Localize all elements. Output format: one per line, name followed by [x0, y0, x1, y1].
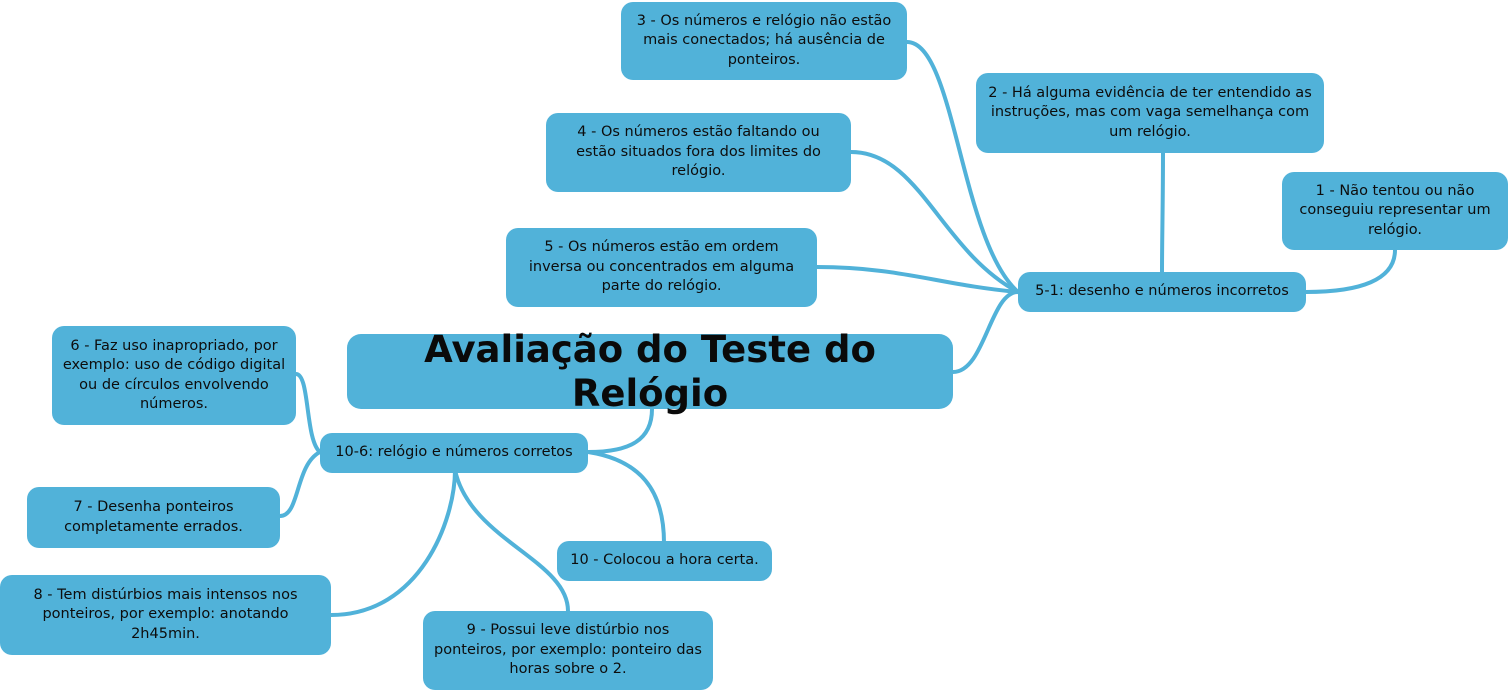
item-score-7-label: 7 - Desenha ponteiros completamente erra… — [64, 499, 243, 535]
item-score-6-label: 6 - Faz uso inapropriado, por exemplo: u… — [62, 337, 286, 413]
branch-incorrect[interactable]: 5-1: desenho e números incorretos — [1018, 272, 1306, 312]
item-score-1-label: 1 - Não tentou ou não conseguiu represen… — [1299, 182, 1491, 238]
item-score-2[interactable]: 2 - Há alguma evidência de ter entendido… — [976, 73, 1324, 153]
connector-s7 — [278, 450, 322, 518]
connector-s10 — [586, 450, 666, 545]
item-score-5-label: 5 - Os números estão em ordem inversa ou… — [528, 239, 795, 295]
connector-s8 — [329, 468, 457, 617]
connector-s5 — [815, 265, 1020, 294]
branch-correct[interactable]: 10-6: relógio e números corretos — [320, 433, 588, 473]
branch-correct-label: 10-6: relógio e números corretos — [335, 444, 573, 461]
item-score-4-label: 4 - Os números estão faltando ou estão s… — [576, 124, 821, 180]
item-score-5[interactable]: 5 - Os números estão em ordem inversa ou… — [506, 228, 817, 307]
connector-s6 — [294, 372, 322, 454]
central-topic[interactable]: Avaliação do Teste do Relógio — [347, 328, 953, 415]
item-score-10[interactable]: 10 - Colocou a hora certa. — [557, 541, 772, 581]
connector-s2 — [1160, 151, 1165, 274]
item-score-2-label: 2 - Há alguma evidência de ter entendido… — [988, 84, 1312, 140]
item-score-7[interactable]: 7 - Desenha ponteiros completamente erra… — [27, 487, 280, 548]
item-score-9[interactable]: 9 - Possui leve distúrbio nos ponteiros,… — [423, 611, 713, 690]
item-score-6[interactable]: 6 - Faz uso inapropriado, por exemplo: u… — [52, 326, 296, 425]
central-topic-label: Avaliação do Teste do Relógio — [424, 327, 876, 415]
item-score-3[interactable]: 3 - Os números e relógio não estão mais … — [621, 2, 907, 80]
item-score-4[interactable]: 4 - Os números estão faltando ou estão s… — [546, 113, 851, 192]
item-score-8-label: 8 - Tem distúrbios mais intensos nos pon… — [33, 586, 298, 642]
connector-central-correct — [586, 407, 654, 454]
connector-s1 — [1304, 248, 1397, 294]
item-score-9-label: 9 - Possui leve distúrbio nos ponteiros,… — [434, 622, 702, 678]
connector-s4 — [849, 150, 1020, 294]
item-score-1[interactable]: 1 - Não tentou ou não conseguiu represen… — [1282, 172, 1508, 250]
item-score-3-label: 3 - Os números e relógio não estão mais … — [636, 12, 892, 68]
item-score-10-label: 10 - Colocou a hora certa. — [570, 552, 759, 569]
connector-s9 — [453, 468, 570, 613]
item-score-8[interactable]: 8 - Tem distúrbios mais intensos nos pon… — [0, 575, 331, 655]
branch-incorrect-label: 5-1: desenho e números incorretos — [1035, 283, 1289, 300]
connector-s3 — [905, 40, 1020, 294]
connector-central-incorrect — [951, 290, 1020, 374]
